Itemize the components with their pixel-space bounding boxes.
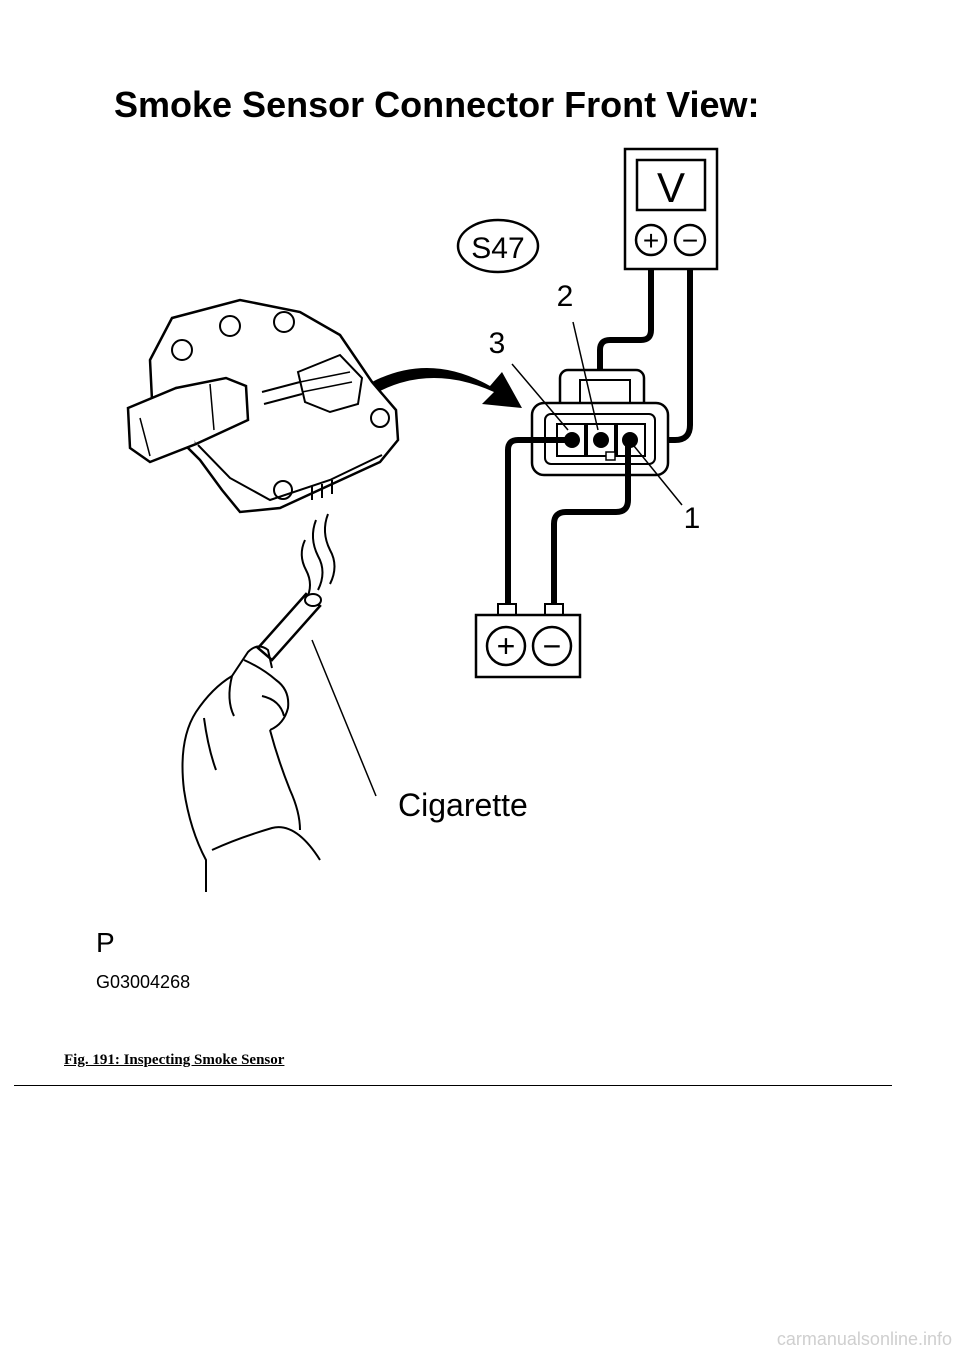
battery-minus-lead xyxy=(551,444,631,605)
voltmeter-symbol: V xyxy=(657,164,685,211)
watermark: carmanualsonline.info xyxy=(776,1329,952,1349)
smoke-sensor-module xyxy=(126,298,400,514)
cigarette-callout: Cigarette xyxy=(398,787,528,823)
connector-id-badge: S47 xyxy=(456,218,540,274)
terminal-label-2: 2 xyxy=(557,280,574,313)
terminal-3-pin xyxy=(564,432,580,448)
terminal-2-pin xyxy=(593,432,609,448)
voltmeter-minus-terminal xyxy=(673,223,707,257)
terminal-3-leader xyxy=(511,363,569,431)
battery: + − xyxy=(474,603,582,679)
figure-caption[interactable]: Fig. 191: Inspecting Smoke Sensor xyxy=(64,1052,285,1068)
connector-id-label: S47 xyxy=(471,232,524,265)
terminal-label-1: 1 xyxy=(684,502,701,535)
section-divider xyxy=(14,1085,892,1086)
voltmeter-plus-sign: + xyxy=(643,225,659,256)
voltmeter: V + − xyxy=(623,147,719,271)
figure-code: G03004268 xyxy=(96,972,190,992)
connector-front-view xyxy=(530,368,670,477)
battery-minus-sign: − xyxy=(543,628,562,664)
battery-plus-lead xyxy=(505,437,565,605)
voltmeter-minus-lead xyxy=(628,270,693,443)
smoke-wisps xyxy=(300,513,336,601)
view-direction-arrow xyxy=(372,367,522,408)
diagram-title: Smoke Sensor Connector Front View: xyxy=(114,84,759,125)
view-letter: P xyxy=(96,927,115,958)
battery-minus-terminal xyxy=(531,625,573,667)
battery-plus-sign: + xyxy=(497,628,516,664)
voltmeter-plus-terminal xyxy=(634,223,668,257)
voltmeter-minus-sign: − xyxy=(682,225,698,256)
terminal-2-leader xyxy=(572,321,599,431)
battery-plus-terminal xyxy=(485,625,527,667)
terminal-label-3: 3 xyxy=(489,327,506,360)
cigarette-leader xyxy=(311,639,377,797)
terminal-1-leader xyxy=(633,445,683,506)
hand-illustration xyxy=(181,645,321,892)
voltmeter-plus-lead xyxy=(597,270,654,440)
smoke-sensor-diagram: Smoke Sensor Connector Front View: S47 V… xyxy=(96,84,759,992)
cigarette xyxy=(256,592,322,662)
